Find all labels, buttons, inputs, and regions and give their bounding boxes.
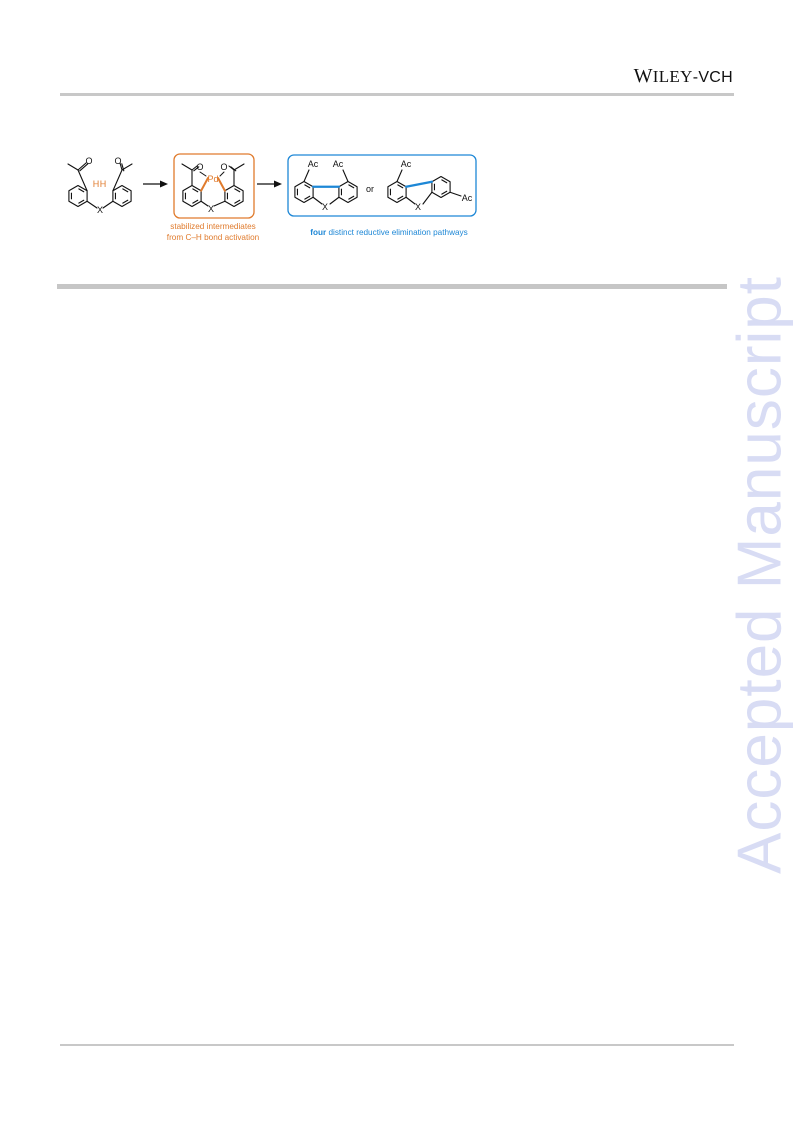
atom-label-pd: Pd: [207, 174, 218, 184]
header-rule: [60, 93, 734, 96]
reaction-arrow-1: [143, 180, 168, 188]
bond: [193, 166, 200, 172]
bond: [348, 184, 355, 189]
bond: [397, 195, 404, 200]
bond: [213, 200, 226, 207]
atom-label-x: X: [322, 202, 328, 212]
bond: [304, 195, 311, 200]
group-label-ac: Ac: [401, 159, 412, 169]
bond: [122, 188, 129, 193]
atom-label-o: O: [220, 162, 227, 172]
atom-label-x: X: [415, 202, 421, 212]
bond: [199, 171, 207, 177]
bond: [112, 169, 123, 192]
bond: [397, 184, 404, 189]
bond: [122, 199, 129, 204]
bond: [191, 165, 198, 171]
bond: [234, 199, 241, 204]
bond: [449, 191, 462, 197]
bond: [396, 169, 403, 183]
bond: [304, 184, 311, 189]
bond: [119, 162, 123, 171]
group-label-ac: Ac: [333, 159, 344, 169]
atom-label-x: X: [97, 205, 103, 215]
bond: [441, 179, 448, 184]
caption-intermediates-line2: from C–H bond activation: [167, 233, 260, 242]
bond: [234, 188, 241, 193]
atom-label-o: O: [85, 156, 92, 166]
bond: [78, 199, 85, 204]
bond: [77, 162, 87, 171]
bond: [78, 188, 85, 193]
bond: [219, 171, 225, 177]
bond: [200, 200, 209, 207]
caption-intermediates-line1: stabilized intermediates: [170, 222, 256, 231]
bond: [312, 196, 323, 205]
products-frame: [287, 154, 477, 217]
publisher-logo: WILEY-VCH: [633, 65, 733, 87]
footer-rule: [60, 1044, 734, 1046]
bond: [422, 191, 433, 205]
bond: [192, 199, 199, 204]
reaction-scheme-bonds: [67, 162, 462, 209]
group-label-ac: Ac: [462, 193, 473, 203]
bond: [102, 200, 114, 209]
bond: [217, 177, 226, 192]
atom-label-o: O: [196, 162, 203, 172]
bond: [79, 163, 89, 172]
atom-label-x: X: [208, 204, 214, 214]
bond: [181, 163, 193, 171]
toc-graphic-scheme: O O H H X O O Pd X Ac Ac X or Ac Ac X st…: [67, 153, 477, 242]
bond: [303, 169, 310, 183]
atom-label-o: O: [114, 156, 121, 166]
bond: [121, 163, 125, 172]
word-or: or: [366, 184, 374, 194]
bond: [405, 196, 416, 205]
reaction-arrow-2: [257, 180, 282, 188]
bond: [192, 188, 199, 193]
bond: [348, 195, 355, 200]
atom-label-h: H: [100, 179, 107, 189]
group-label-ac: Ac: [308, 159, 319, 169]
bond: [200, 177, 209, 192]
intermediate-frame: [173, 153, 255, 219]
bond: [441, 190, 448, 195]
bond: [342, 169, 349, 183]
bond: [86, 200, 98, 209]
bond: [404, 180, 434, 188]
atom-label-h: H: [93, 179, 100, 189]
bond: [77, 169, 88, 192]
bond: [233, 163, 245, 171]
bond: [230, 166, 237, 172]
bond: [329, 196, 340, 205]
caption-pathways: four distinct reductive elimination path…: [310, 228, 467, 237]
graphical-abstract-rule: [57, 284, 727, 289]
bond: [67, 163, 79, 171]
